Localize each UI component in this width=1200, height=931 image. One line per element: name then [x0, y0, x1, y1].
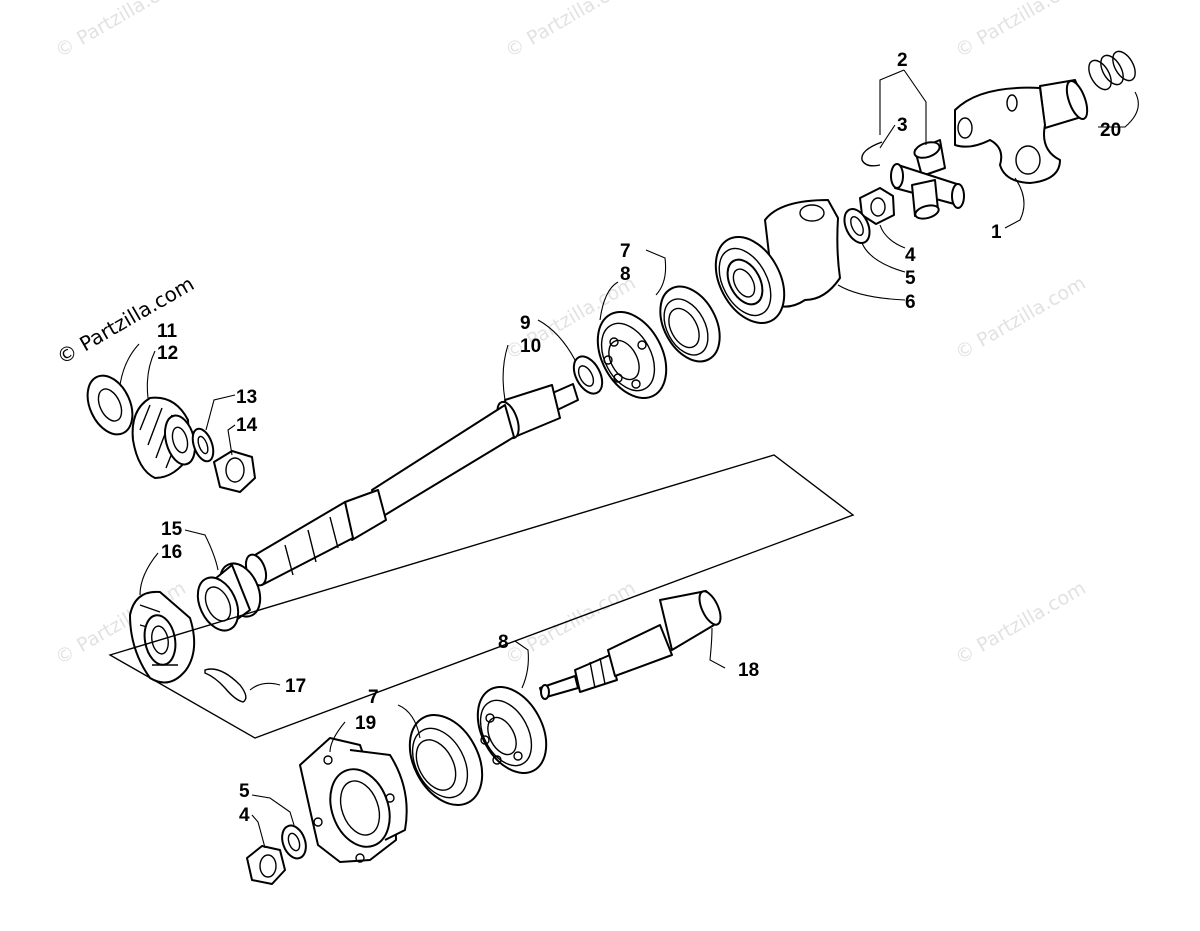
part-2-cross	[890, 139, 965, 220]
callout-11: 11	[157, 321, 178, 342]
callout-8: 8	[620, 264, 631, 285]
part-8-bearing-lower	[476, 686, 548, 774]
part-13-washer	[191, 427, 215, 463]
part-6-flange-yoke	[714, 199, 841, 324]
part-19-housing	[299, 737, 408, 863]
callout-5-lower: 5	[239, 781, 250, 802]
part-14-nut	[213, 450, 256, 493]
watermark: © Partzilla.com	[952, 577, 1090, 669]
callout-3: 3	[897, 115, 908, 136]
watermark: © Partzilla.com	[952, 0, 1090, 62]
callout-7: 7	[620, 241, 631, 262]
callout-4: 4	[905, 245, 916, 266]
part-15-bearing	[196, 562, 262, 632]
part-7-seal-lower	[408, 714, 484, 806]
part-10-shaft	[244, 383, 579, 587]
callout-7-lower: 7	[368, 687, 379, 708]
part-3-circlip	[861, 141, 883, 167]
callout-1: 1	[991, 222, 1002, 243]
part-5-washer	[843, 208, 871, 244]
kit-outline-box	[108, 454, 855, 739]
part-4-nut-lower	[246, 845, 286, 885]
callout-6: 6	[905, 292, 916, 313]
watermark: © Partzilla.com	[52, 0, 190, 62]
callout-17: 17	[285, 676, 306, 697]
part-16-ring-gear	[129, 590, 196, 684]
part-7-seal-upper	[659, 285, 721, 363]
callout-15: 15	[161, 519, 183, 540]
part-12-pinion-gear	[131, 396, 196, 479]
part-17-snap-ring	[204, 668, 247, 703]
callout-19: 19	[355, 713, 376, 734]
watermark: © Partzilla.com	[502, 0, 640, 62]
callout-16: 16	[161, 542, 182, 563]
callout-18: 18	[738, 660, 759, 681]
callout-9: 9	[520, 313, 531, 334]
callout-4-lower: 4	[239, 805, 250, 826]
callout-12: 12	[157, 343, 178, 364]
callout-5: 5	[905, 268, 916, 289]
watermark: © Partzilla.com	[952, 272, 1090, 364]
part-1-yoke	[954, 79, 1089, 184]
part-11-washer	[86, 374, 134, 436]
leader-lines	[119, 69, 1139, 849]
part-8-bearing-upper	[596, 311, 668, 399]
part-9-spacer	[572, 355, 604, 395]
callout-8-lower: 8	[498, 632, 509, 653]
part-5-washer-lower	[281, 824, 307, 860]
callout-labels: 2 3 20 1 4 5 6 7 8 9 10 11 12 13 14 15 1…	[157, 50, 1121, 826]
part-18-output-shaft	[539, 590, 722, 700]
callout-10: 10	[520, 336, 541, 357]
callout-2: 2	[897, 50, 908, 71]
part-20-rings	[1088, 50, 1136, 91]
callout-20: 20	[1100, 120, 1121, 141]
callout-14: 14	[236, 415, 258, 436]
callout-13: 13	[236, 387, 257, 408]
